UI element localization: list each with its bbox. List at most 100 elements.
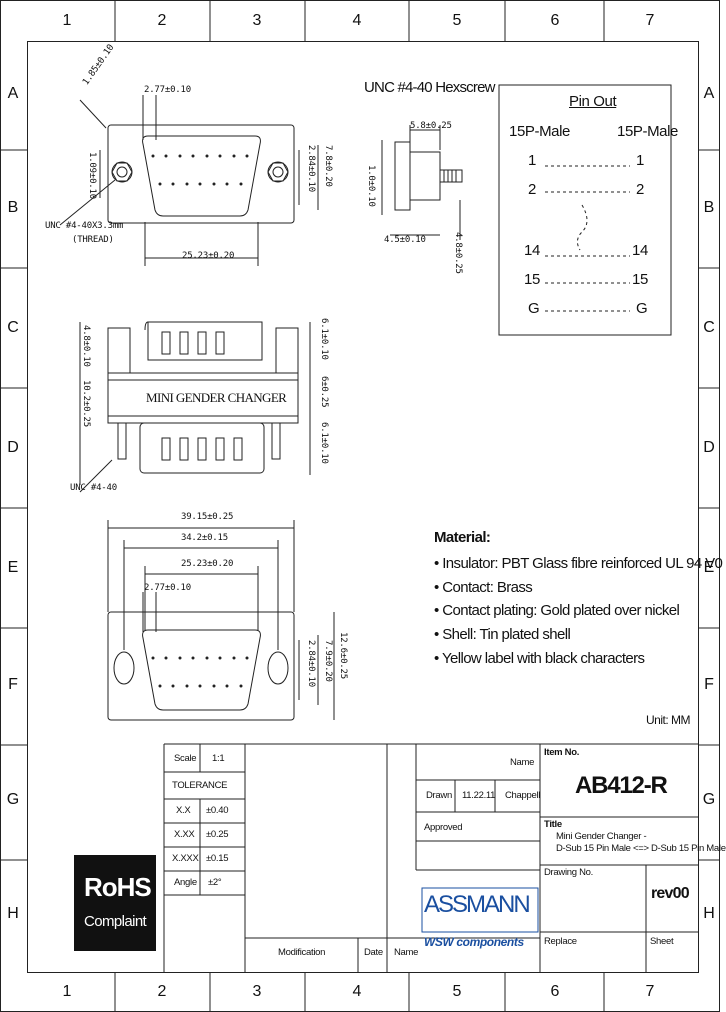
revision-value: rev00 [651,885,690,902]
title-line-2: D-Sub 15 Pin Male <=> D-Sub 15 Pin Male [556,843,726,854]
dim-pin-pitch-top: 2.77±0.10 [144,85,191,95]
material-item: • Contact: Brass [434,579,533,596]
unit-label: Unit: MM [646,713,691,727]
grid-row-e-right: E [703,559,715,576]
dim-height-12: 12.6±0.25 [338,632,348,679]
rohs-subtitle: Complaint [84,913,147,930]
grid-column-ticks [114,0,605,1012]
dim-width-39: 39.15±0.25 [181,512,234,522]
grid-row-b-left: B [7,199,19,216]
dim-row-spacing-2: 2.84±0.10 [306,640,316,687]
grid-col-6-top: 6 [550,12,560,29]
pinout-row-1-right: 1 [636,152,644,169]
grid-col-4-top: 4 [352,12,362,29]
dim-body-height-2: 7.9±0.20 [323,640,333,682]
material-heading: Material: [434,529,491,546]
material-item: • Contact plating: Gold plated over nick… [434,602,680,619]
grid-col-7-top: 7 [645,12,655,29]
modification-label: Modification [278,947,326,958]
dim-pin-pitch-bottom: 2.77±0.10 [144,583,191,593]
grid-row-a-left: A [7,85,19,102]
hexscrew-view [381,125,463,240]
tolerance-label: TOLERANCE [172,780,228,791]
grid-row-g-left: G [6,791,20,808]
dim-hex-nut: 4.8±0.25 [453,232,463,274]
grid-col-2-bottom: 2 [157,983,167,1000]
drawn-label: Drawn [426,790,452,801]
brand-sub: WSW components [424,935,524,949]
pinout-row-14-right: 14 [632,242,648,259]
front-view-top [59,95,319,266]
material-item-text: Contact: Brass [442,579,533,596]
grid-row-a-right: A [703,85,715,102]
material-item-text: Yellow label with black characters [441,650,645,667]
dim-body-height-1: 7.8±0.20 [323,145,333,187]
dim-side-4: 10.2±0.25 [81,380,91,427]
approved-label: Approved [424,822,463,833]
dim-hex-top: 5.8±0.25 [410,121,452,131]
grid-col-6-bottom: 6 [550,983,560,1000]
grid-row-c-right: C [703,319,715,336]
drawn-name: Chappell [505,790,541,801]
brand-name: ASSMANN [424,891,531,918]
pinout-row-14-left: 14 [524,242,540,259]
dim-side-3: 6±0.25 [319,376,329,408]
grid-row-b-right: B [703,199,715,216]
sheet-label: Sheet [650,936,674,947]
grid-row-ticks [0,149,720,861]
name-label-bottom: Name [394,947,419,958]
material-item: • Insulator: PBT Glass fibre reinforced … [434,555,723,572]
pinout-dashed-links [545,165,630,312]
drawing-no-label: Drawing No. [544,867,593,878]
rohs-title: RoHS [84,872,152,902]
pinout-right-header: 15P-Male [617,123,678,140]
drawn-date: 11.22.11 [462,790,496,801]
grid-row-e-left: E [7,559,19,576]
grid-col-3-top: 3 [252,12,262,29]
scale-value: 1:1 [212,753,225,764]
dim-screw-offset: 1.09±0.10 [87,152,97,199]
grid-col-7-bottom: 7 [645,983,655,1000]
material-item-text: Contact plating: Gold plated over nickel [442,602,680,619]
material-item: • Shell: Tin plated shell [434,626,571,643]
grid-row-f-right: F [704,676,714,693]
grid-row-d-right: D [703,439,715,456]
pinout-title: Pin Out [569,93,617,110]
tolerance-value-angle: ±2° [208,877,222,888]
material-item-text: Shell: Tin plated shell [442,626,571,643]
scale-label: Scale [174,753,197,764]
thread-note: (THREAD) [72,235,114,245]
tolerance-value-xxxx: ±0.15 [206,853,229,864]
dim-row-spacing-1: 2.84±0.10 [306,145,316,192]
title-block-grid [163,743,699,972]
pinout-row-2-right: 2 [636,181,644,198]
pinout-box [498,84,672,336]
side-view [79,321,311,493]
grid-col-1-bottom: 1 [62,983,72,1000]
grid-col-3-bottom: 3 [252,983,262,1000]
material-item: • Yellow label with black characters [434,650,645,667]
pinout-row-g-right: G [636,300,648,317]
grid-row-h-left: H [7,905,19,922]
tolerance-value-xxx: ±0.25 [206,829,229,840]
tolerance-label-xxx: X.XX [174,829,195,840]
dim-side-1: 4.8±0.10 [81,325,91,367]
grid-row-c-left: C [7,319,19,336]
tolerance-value-xx: ±0.40 [206,805,229,816]
pinout-row-1-left: 1 [528,152,536,169]
dim-width-25-b: 25.23±0.20 [181,559,234,569]
grid-row-f-left: F [8,676,18,693]
dim-width-25: 25.23±0.20 [182,251,235,261]
grid-col-5-bottom: 5 [452,983,462,1000]
pinout-row-2-left: 2 [528,181,536,198]
title-label: Title [544,819,562,830]
grid-row-h-right: H [703,905,715,922]
tolerance-label-xx: X.X [176,805,191,816]
label-text: MINI GENDER CHANGER [146,390,287,405]
tolerance-label-xxxx: X.XXX [172,853,199,864]
grid-col-2-top: 2 [157,12,167,29]
item-no-label: Item No. [544,747,580,758]
grid-col-4-bottom: 4 [352,983,362,1000]
